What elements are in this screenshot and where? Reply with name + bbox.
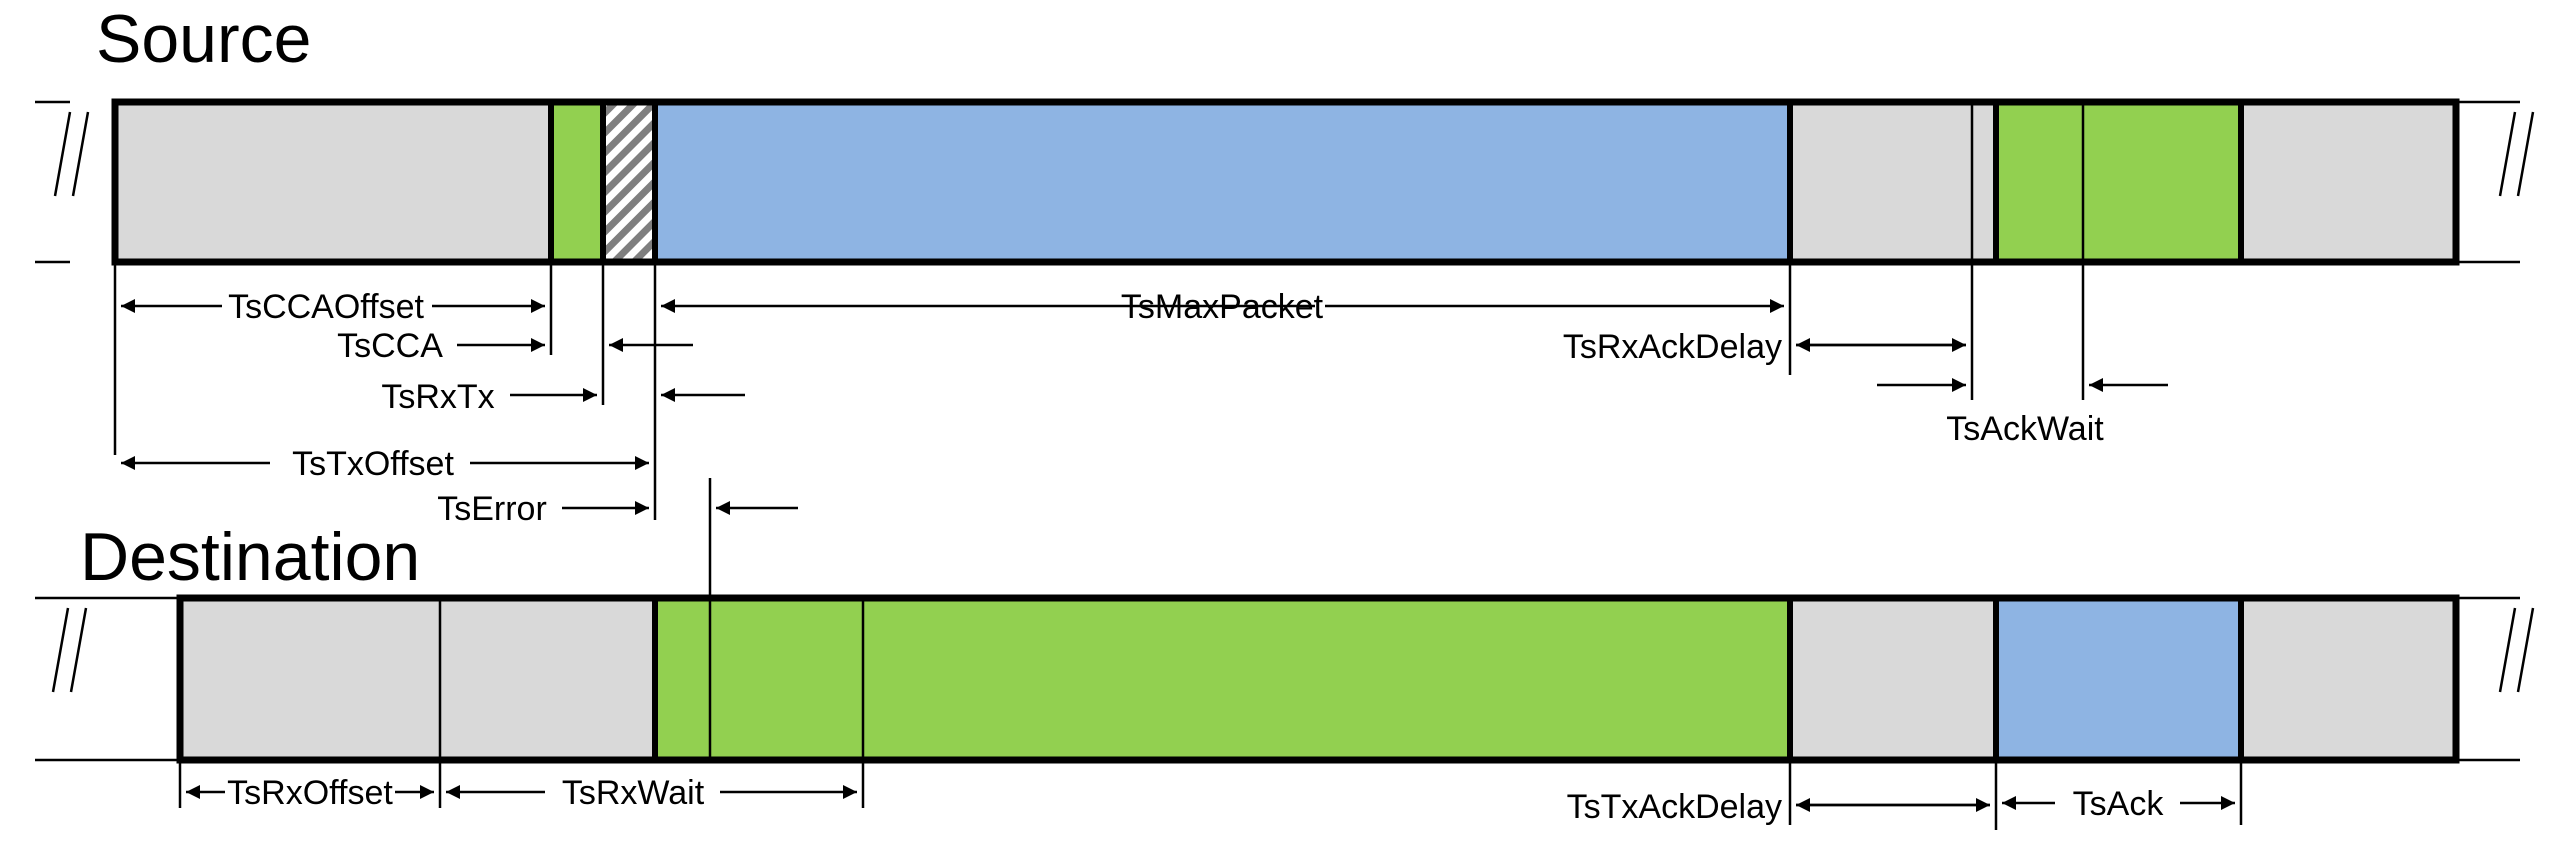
source-ack-receive-segment xyxy=(1996,102,2241,262)
destination-title: Destination xyxy=(80,519,420,595)
source-ack-delay-segment xyxy=(1790,102,1996,262)
source-timeline xyxy=(35,98,2535,266)
ts-rxtx-label: TsRxTx xyxy=(381,378,494,416)
ts-rx-wait-label: TsRxWait xyxy=(562,774,705,812)
break-mark xyxy=(2498,607,2535,693)
ts-cca-offset-label: TsCCAOffset xyxy=(228,288,424,326)
source-title: Source xyxy=(96,1,311,77)
destination-idle-end-segment xyxy=(2241,598,2456,760)
source-packet-segment xyxy=(655,102,1790,262)
destination-dimensions: TsRxOffset TsRxWait TsTxAckDelay TsAck xyxy=(186,774,2235,826)
ts-rx-offset-label: TsRxOffset xyxy=(227,774,393,812)
ts-max-packet-label: TsMaxPacket xyxy=(1121,288,1324,326)
ts-tx-offset-label: TsTxOffset xyxy=(292,445,454,483)
destination-ack-transmit-segment xyxy=(1996,598,2241,760)
destination-receive-segment xyxy=(655,598,1790,760)
source-reference-lines xyxy=(113,262,2085,600)
ts-ack-wait-label: TsAckWait xyxy=(1946,410,2104,448)
source-dimensions: TsCCAOffset TsMaxPacket TsCCA TsRxAckDel… xyxy=(121,288,2168,528)
ts-rx-ack-delay-label: TsRxAckDelay xyxy=(1563,328,1782,366)
ts-cca-label: TsCCA xyxy=(337,327,443,365)
destination-reference-lines xyxy=(178,760,2243,830)
destination-timeline xyxy=(35,594,2535,764)
source-idle-end-segment xyxy=(2241,102,2456,262)
break-mark xyxy=(53,111,90,197)
ts-error-label: TsError xyxy=(437,490,547,528)
source-cca-segment xyxy=(551,102,603,262)
destination-ack-delay-segment xyxy=(1790,598,1996,760)
ts-tx-ack-delay-label: TsTxAckDelay xyxy=(1567,788,1782,826)
break-mark xyxy=(2498,111,2535,197)
source-idle-segment xyxy=(115,102,551,262)
source-turnaround-segment xyxy=(603,102,655,262)
destination-idle-segment xyxy=(180,598,655,760)
source-frame xyxy=(111,98,2460,266)
destination-frame xyxy=(176,594,2460,764)
break-mark xyxy=(51,607,88,693)
ts-ack-label: TsAck xyxy=(2073,785,2165,823)
